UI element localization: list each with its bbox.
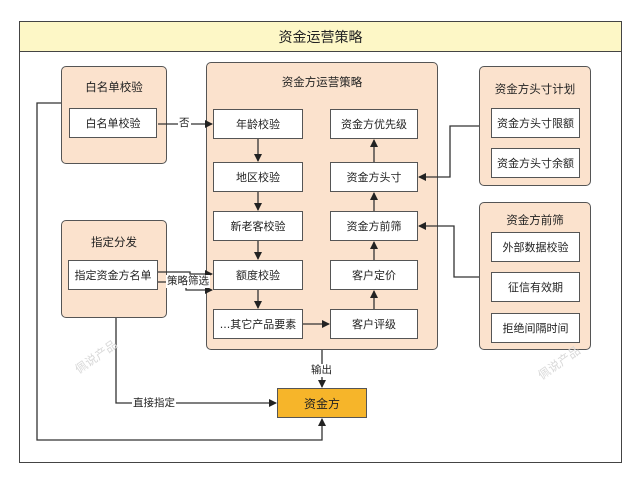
whitelist-check-node: 白名单校验 <box>69 108 157 138</box>
customer-rating-node: 客户评级 <box>330 309 418 339</box>
designate-filter-arrow-a <box>158 270 213 278</box>
fund-prescreen-node: 资金方前筛 <box>330 211 418 241</box>
direct-assign-arrow <box>115 318 277 407</box>
new-old-customer-check-node: 新老客校验 <box>213 211 303 241</box>
edge-label-filter: 策略筛选 <box>166 275 210 288</box>
fund-position-node: 资金方头寸 <box>330 162 418 192</box>
edge-label-output: 输出 <box>310 364 333 377</box>
other-product-elements-node: ...其它产品要素 <box>213 309 303 339</box>
prescreen-group-to-prescreen-arrow <box>418 222 479 278</box>
position-plan-to-position-arrow <box>418 125 479 181</box>
age-check-node: 年龄校验 <box>213 109 303 139</box>
whitelist-bypass-arrow <box>36 102 326 441</box>
fund-priority-node: 资金方优先级 <box>330 109 418 139</box>
credit-validity-node: 征信有效期 <box>491 272 580 302</box>
whitelist-group-title: 白名单校验 <box>85 80 143 94</box>
position-plan-group-title: 资金方头寸计划 <box>494 82 576 96</box>
prescreen-group-title: 资金方前筛 <box>506 213 564 227</box>
region-check-node: 地区校验 <box>213 162 303 192</box>
strategy-group-title: 资金方运营策略 <box>281 75 363 89</box>
position-limit-node: 资金方头寸限额 <box>491 108 580 138</box>
diagram-title: 资金运营策略 <box>20 22 621 52</box>
position-balance-node: 资金方头寸余额 <box>491 148 580 178</box>
reject-interval-node: 拒绝间隔时间 <box>491 313 580 343</box>
limit-check-node: 额度校验 <box>213 260 303 290</box>
customer-pricing-node: 客户定价 <box>330 260 418 290</box>
external-data-check-node: 外部数据校验 <box>491 232 580 262</box>
edge-label-direct: 直接指定 <box>132 397 176 410</box>
designate-group-title: 指定分发 <box>91 235 137 249</box>
designate-list-node: 指定资金方名单 <box>68 260 158 290</box>
edge-label-no: 否 <box>178 117 191 130</box>
fund-provider-node: 资金方 <box>277 388 367 418</box>
